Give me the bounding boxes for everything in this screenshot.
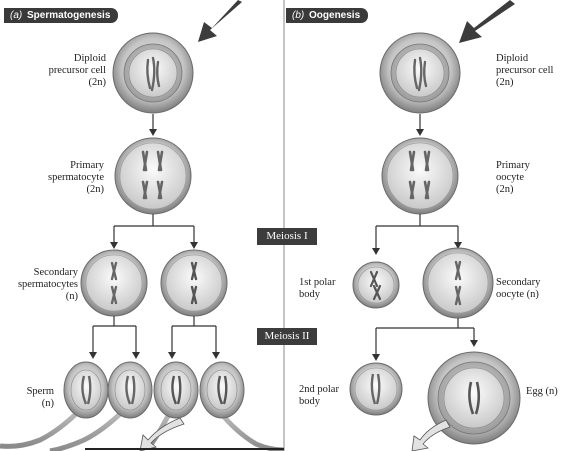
label-text: Secondary: [496, 277, 541, 288]
egg-cell: [427, 351, 521, 445]
label-text: precursor cell: [496, 65, 554, 76]
right-diploid-precursor-cell: [379, 32, 461, 114]
label-text: Diploid: [496, 53, 529, 64]
secondary-spermatocyte-1: [80, 249, 148, 317]
label-text: Primary: [496, 160, 530, 171]
label-text: (n): [65, 291, 78, 302]
meiosis2-connector-left: [92, 316, 217, 354]
incoming-arrow-left: [198, 0, 242, 42]
sperm-cell-4: [199, 361, 285, 451]
second-polar-body-cell: [349, 362, 403, 416]
panel-letter-a: (a): [10, 10, 23, 21]
label-text: Sperm: [26, 386, 54, 397]
label-text: Egg (n): [526, 386, 558, 397]
label-text: 2nd polar: [299, 384, 339, 395]
sperm-cell-2: [49, 361, 153, 451]
panel-header-spermatogenesis: (a) Spermatogenesis: [4, 8, 119, 23]
meiosis-ii-label: Meiosis II: [257, 328, 317, 345]
label-text: oocyte (n): [496, 289, 539, 300]
label-right-diploid-precursor: Diploid precursor cell (2n): [496, 53, 553, 89]
label-text: body: [299, 396, 320, 407]
label-primary-oocyte: Primary oocyte (2n): [496, 160, 530, 196]
label-text: 1st polar: [299, 277, 336, 288]
label-secondary-spermatocytes: Secondary spermatocytes (n): [0, 267, 78, 303]
left-diploid-precursor-cell: [112, 32, 194, 114]
label-text: (2n): [88, 77, 107, 88]
label-text: (2n): [496, 184, 514, 195]
label-first-polar-body: 1st polar body: [299, 277, 335, 301]
label-primary-spermatocyte: Primary spermatocyte (2n): [10, 160, 104, 196]
secondary-spermatocyte-2: [160, 249, 228, 317]
panel-letter-b: (b): [292, 10, 305, 21]
outgoing-arrow-right: [411, 419, 451, 451]
label-text: Diploid: [73, 53, 106, 64]
meiosis1-connector-right: [375, 214, 459, 250]
label-text: spermatocytes: [17, 279, 78, 290]
label-egg: Egg (n): [526, 386, 558, 398]
panel-title-spermatogenesis: Spermatogenesis: [27, 10, 111, 21]
label-second-polar-body: 2nd polar body: [299, 384, 339, 408]
panel-title-oogenesis: Oogenesis: [309, 10, 361, 21]
meiosis1-connector-left: [113, 214, 195, 244]
primary-oocyte-cell: [381, 137, 459, 215]
label-secondary-oocyte: Secondary oocyte (n): [496, 277, 540, 301]
label-text: oocyte: [496, 172, 524, 183]
label-sperm: Sperm (n): [4, 386, 54, 410]
label-text: (2n): [86, 184, 105, 195]
primary-spermatocyte-cell: [114, 137, 192, 215]
meiosis-i-label: Meiosis I: [257, 228, 317, 245]
secondary-oocyte-cell: [422, 247, 494, 319]
label-text: body: [299, 289, 320, 300]
label-text: spermatocyte: [48, 172, 104, 183]
label-text: (n): [41, 398, 54, 409]
label-text: Secondary: [33, 267, 78, 278]
label-text: precursor cell: [48, 65, 106, 76]
meiosis2-connector-right: [375, 318, 475, 356]
sperm-cell-1: [0, 361, 109, 449]
label-text: Primary: [70, 160, 104, 171]
label-left-diploid-precursor: Diploid precursor cell (2n): [20, 53, 106, 89]
incoming-arrow-right: [459, 0, 515, 43]
label-text: (2n): [496, 77, 514, 88]
first-polar-body-cell: [352, 261, 400, 309]
panel-header-oogenesis: (b) Oogenesis: [286, 8, 369, 23]
